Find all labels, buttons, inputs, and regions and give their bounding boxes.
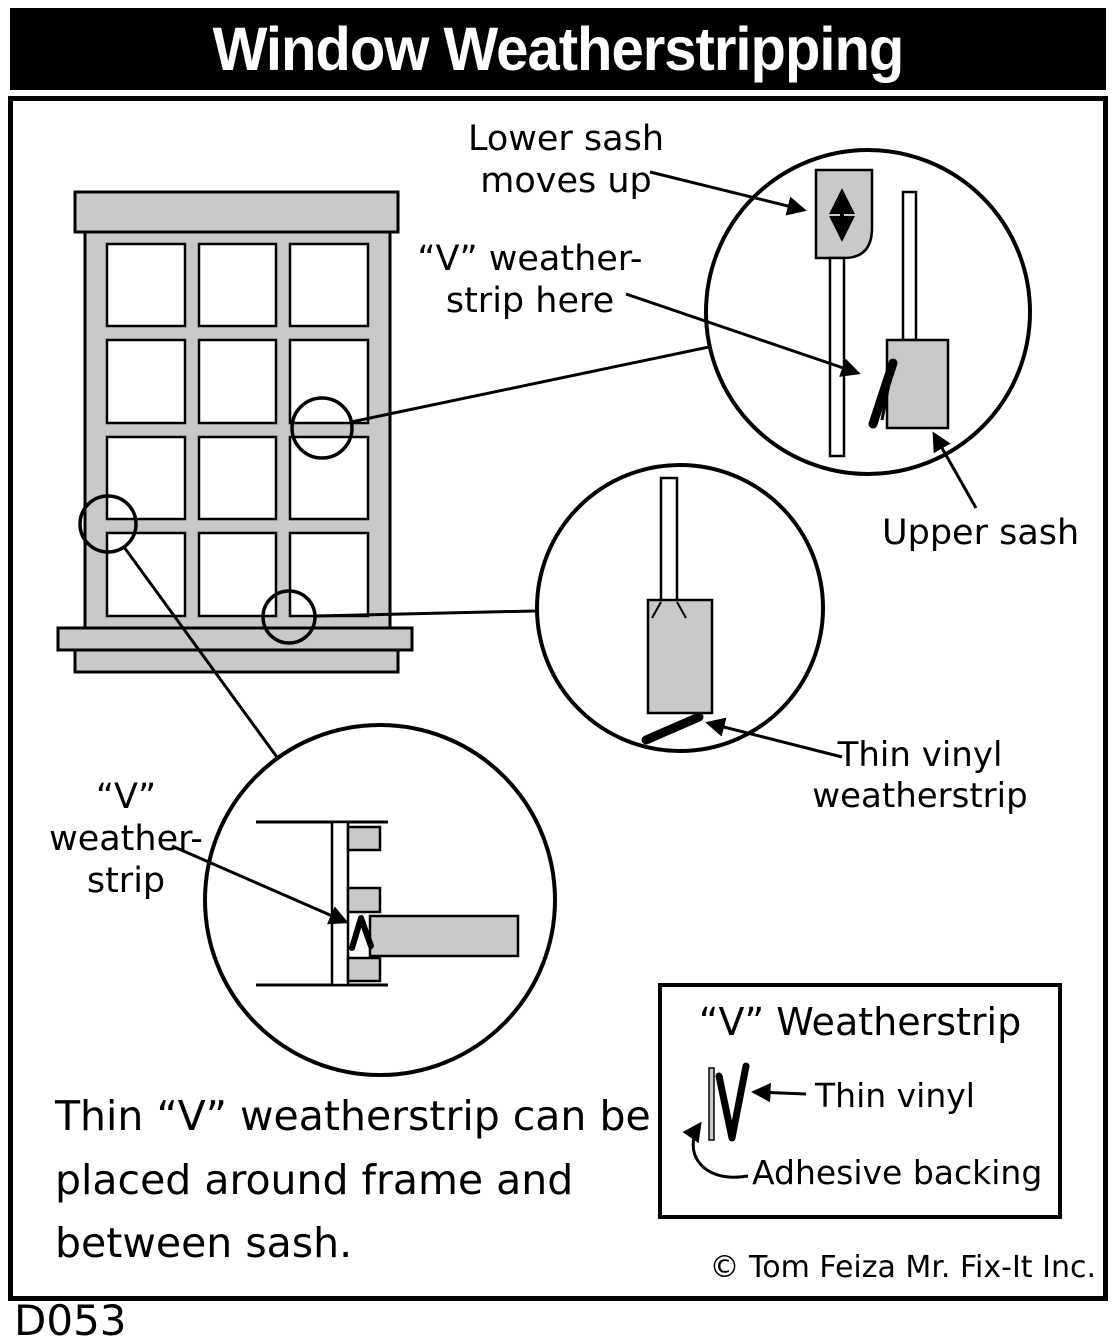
window-pane: [197, 435, 278, 521]
v-strip-arrow: [171, 844, 349, 925]
window-head-casing: [73, 190, 400, 234]
window-sill: [56, 626, 414, 652]
window-pane: [288, 242, 370, 328]
legend-box: [658, 983, 1062, 1219]
window-pane: [288, 338, 370, 425]
window-pane: [288, 531, 370, 618]
sash-section-shape: [368, 914, 520, 958]
legend-label-adhesive: Adhesive backing: [752, 1153, 1043, 1192]
window-pane: [105, 242, 187, 328]
lower-sash-stile: [828, 256, 846, 458]
v-weatherstrip-shape: [349, 915, 374, 951]
label-thin-vinyl: Thin vinyl weatherstrip: [812, 735, 1028, 816]
window-illustration: [56, 190, 414, 674]
v-strip-here-arrow: [625, 292, 861, 377]
window-apron: [73, 648, 400, 674]
detail-meeting-rail-content: [814, 168, 950, 458]
joint-line: [651, 601, 662, 619]
thin-vinyl-arrow: [705, 717, 843, 759]
detail-frame-section-content: [256, 820, 520, 987]
marker-circle-sash-bottom: [261, 589, 317, 645]
window-pane: [197, 242, 278, 328]
label-upper-sash: Upper sash: [882, 513, 1080, 553]
v-weatherstrip-glyph: [715, 1062, 750, 1142]
window-pane: [105, 435, 187, 521]
upper-sash-stile: [901, 190, 918, 342]
legend-thin-vinyl-arrow: [751, 1082, 807, 1103]
window-pane: [105, 531, 187, 618]
label-lower-sash: Lower sash moves up: [467, 119, 665, 201]
upper-sash-shape: [885, 338, 950, 430]
parting-stop-shape: [346, 886, 382, 914]
v-weatherstrip-leg: [880, 362, 895, 421]
vinyl-weatherstrip-shape: [641, 712, 704, 745]
window-pane: [197, 531, 278, 618]
label-v-strip-here: “V” weather- strip here: [417, 239, 643, 321]
label-v-strip: “V” weather- strip: [49, 777, 203, 901]
parting-stop-shape: [346, 956, 382, 983]
frame-jamb-shape: [330, 820, 350, 987]
window-pane: [197, 338, 278, 425]
marker-circle-side-jamb: [78, 494, 138, 554]
parting-stop-shape: [346, 825, 382, 852]
sash-stile-shape: [659, 476, 679, 604]
sash-bottom-rail-shape: [646, 598, 714, 715]
detail-sash-bottom-content: [641, 476, 714, 745]
title-bar: Window Weatherstripping: [10, 8, 1106, 90]
copyright: © Tom Feiza Mr. Fix-It Inc.: [709, 1250, 1096, 1285]
window-panes: [105, 242, 370, 618]
upper-sash-arrow: [932, 431, 978, 509]
joint-line: [676, 601, 687, 619]
marker-circle-meeting-rail: [290, 396, 354, 460]
legend-adhesive-arrow: [682, 1121, 749, 1179]
lower-sash-arrow: [649, 170, 807, 216]
adhesive-backing-shape: [708, 1067, 715, 1141]
window-pane: [105, 338, 187, 425]
page-title: Window Weatherstripping: [212, 14, 905, 84]
legend-label-thin-vinyl: Thin vinyl: [815, 1076, 975, 1115]
caption-text: Thin “V” weatherstrip can be placed arou…: [55, 1092, 651, 1268]
figure-id: D053: [14, 1296, 127, 1340]
legend-title: “V” Weatherstrip: [698, 1000, 1022, 1044]
leader-arrows: [171, 170, 978, 925]
